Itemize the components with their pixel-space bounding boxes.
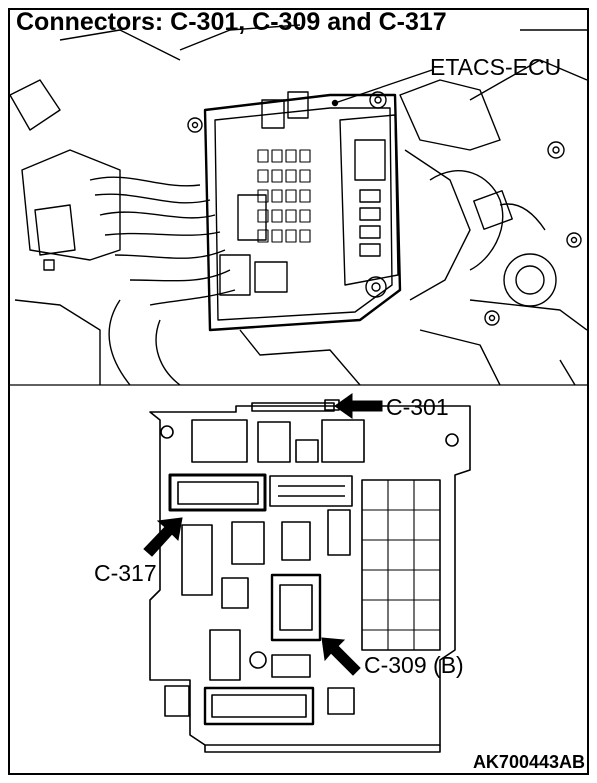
label-c317: C-317	[94, 560, 157, 586]
arrow-c317	[143, 517, 183, 557]
callout-arrows	[143, 393, 383, 676]
figure-code: AK700443AB	[472, 752, 585, 772]
label-c309: C-309 (B)	[364, 652, 464, 678]
top-photo-illustration	[9, 24, 588, 386]
label-c301: C-301	[386, 394, 449, 420]
page-title: Connectors: C-301, C-309 and C-317	[16, 8, 447, 36]
arrow-c301	[334, 393, 383, 419]
junction-block-diagram	[149, 399, 471, 753]
figure-frame	[8, 8, 589, 775]
arrow-c309	[321, 637, 361, 676]
label-etacs-ecu: ETACS-ECU	[430, 54, 562, 80]
